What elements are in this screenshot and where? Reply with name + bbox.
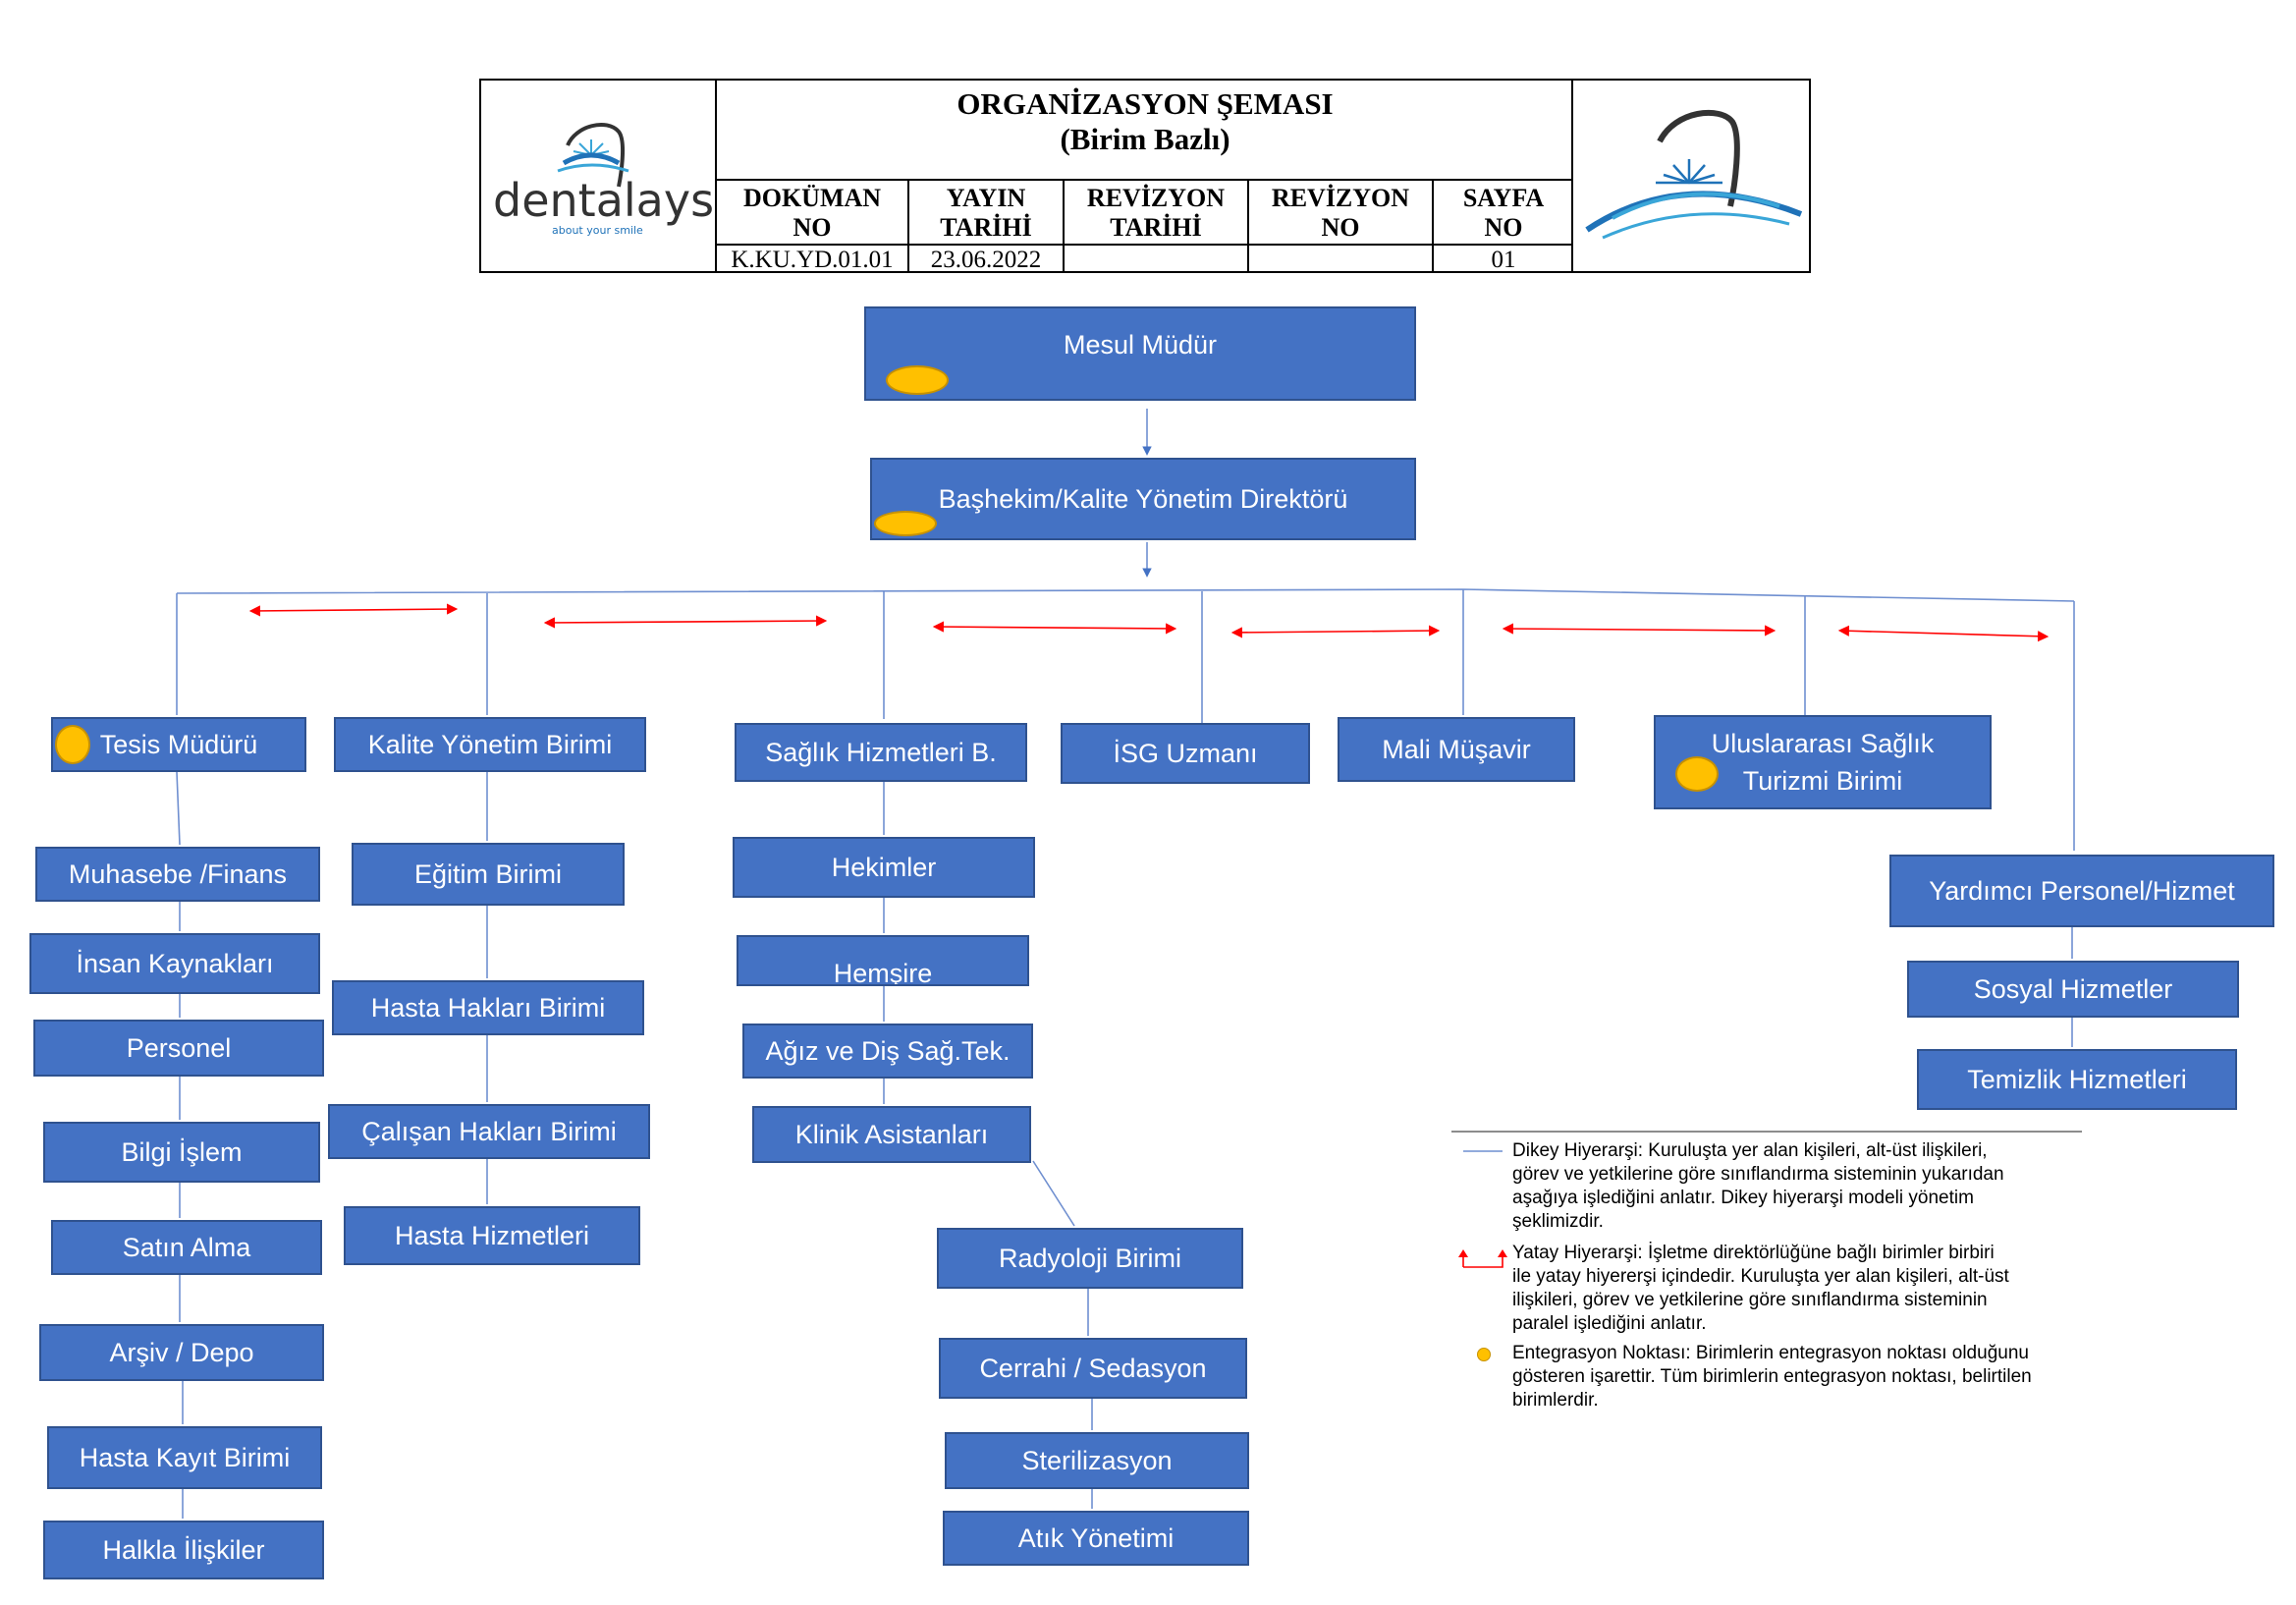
unit-egitim: Eğitim Birimi <box>352 843 625 906</box>
unit-muhasebe: Muhasebe /Finans <box>35 847 320 902</box>
unit-hekimler: Hekimler <box>733 837 1035 898</box>
horizontal-arrow-5 <box>1502 623 1777 636</box>
page-subtitle: (Birim Bazlı) <box>1060 122 1230 156</box>
unit-hasta-hizmetleri: Hasta Hizmetleri <box>344 1206 640 1265</box>
legend-horizontal: Yatay Hiyerarşi: İşletme direktörlüğüne … <box>1512 1243 2009 1334</box>
unit-hasta-haklari: Hasta Hakları Birimi <box>332 980 644 1035</box>
node-mesul-mudur: Mesul Müdür <box>864 306 1416 401</box>
node-bashekim: Başhekim/Kalite Yönetim Direktörü <box>870 458 1416 540</box>
integration-point-icon <box>55 725 90 764</box>
page-title: ORGANİZASYON ŞEMASI <box>957 86 1334 121</box>
horizontal-arrow-3 <box>932 621 1177 635</box>
legend-horizontal-marker <box>1462 1253 1503 1268</box>
unit-sterilizasyon: Sterilizasyon <box>945 1432 1249 1489</box>
unit-arsiv-depo: Arşiv / Depo <box>39 1324 324 1381</box>
node-yardimci-personel: Yardımcı Personel/Hizmet <box>1889 855 2274 927</box>
legend-vertical: Dikey Hiyerarşi: Kuruluşta yer alan kişi… <box>1512 1140 2004 1232</box>
legend-integration-dot-icon <box>1477 1348 1491 1361</box>
meta-col-revision-date: REVİZYON TARİHİ <box>1065 181 1249 273</box>
integration-point-icon <box>1675 756 1719 792</box>
unit-temizlik-hizmetleri: Temizlik Hizmetleri <box>1917 1049 2237 1110</box>
brand-logo-left: dentalays about your smile <box>481 81 717 271</box>
node-saglik-hizmetleri: Sağlık Hizmetleri B. <box>735 723 1027 782</box>
unit-hemsire: Hemşire <box>737 935 1029 986</box>
node-mali-musavir: Mali Müşavir <box>1338 717 1575 782</box>
horizontal-arrow-4 <box>1230 625 1441 638</box>
document-title: ORGANİZASYON ŞEMASI (Birim Bazlı) <box>717 81 1573 179</box>
meta-col-revision-no: REVİZYON NO <box>1249 181 1434 273</box>
unit-agiz-dis: Ağız ve Diş Sağ.Tek. <box>742 1024 1033 1079</box>
unit-cerrahi-sedasyon: Cerrahi / Sedasyon <box>939 1338 1247 1399</box>
unit-bilgi-islem: Bilgi İşlem <box>43 1122 320 1183</box>
svg-text:dentalays: dentalays <box>493 174 713 227</box>
unit-klinik-asistanlari: Klinik Asistanları <box>752 1106 1031 1163</box>
document-header: dentalays about your smile ORGANİZASYON … <box>479 79 1811 273</box>
horizontal-bus <box>176 588 2075 602</box>
horizontal-arrow-6 <box>1837 625 2050 642</box>
svg-text:about your smile: about your smile <box>552 224 643 237</box>
unit-satin-alma: Satın Alma <box>51 1220 322 1275</box>
node-tesis-muduru: Tesis Müdürü <box>51 717 306 772</box>
horizontal-arrow-2 <box>543 615 828 629</box>
brand-logo-right <box>1571 81 1809 271</box>
node-isg-uzmani: İSG Uzmanı <box>1061 723 1310 784</box>
integration-point-icon <box>886 365 949 395</box>
unit-halkla-iliskiler: Halkla İlişkiler <box>43 1521 324 1579</box>
node-kalite-yonetim: Kalite Yönetim Birimi <box>334 717 646 772</box>
tooth-wave-logo-icon <box>1585 109 1803 240</box>
unit-radyoloji: Radyoloji Birimi <box>937 1228 1243 1289</box>
unit-insan-kaynaklari: İnsan Kaynakları <box>29 933 320 994</box>
legend-integration: Entegrasyon Noktası: Birimlerin entegras… <box>1512 1343 2032 1411</box>
horizontal-arrow-1 <box>248 603 459 617</box>
unit-hasta-kayit: Hasta Kayıt Birimi <box>47 1426 322 1489</box>
tooth-logo-icon: dentalays about your smile <box>493 122 714 237</box>
unit-sosyal-hizmetler: Sosyal Hizmetler <box>1907 961 2239 1018</box>
unit-atik-yonetimi: Atık Yönetimi <box>943 1511 1249 1566</box>
unit-personel: Personel <box>33 1020 324 1077</box>
integration-point-icon <box>874 511 937 536</box>
unit-calisan-haklari: Çalışan Hakları Birimi <box>328 1104 650 1159</box>
